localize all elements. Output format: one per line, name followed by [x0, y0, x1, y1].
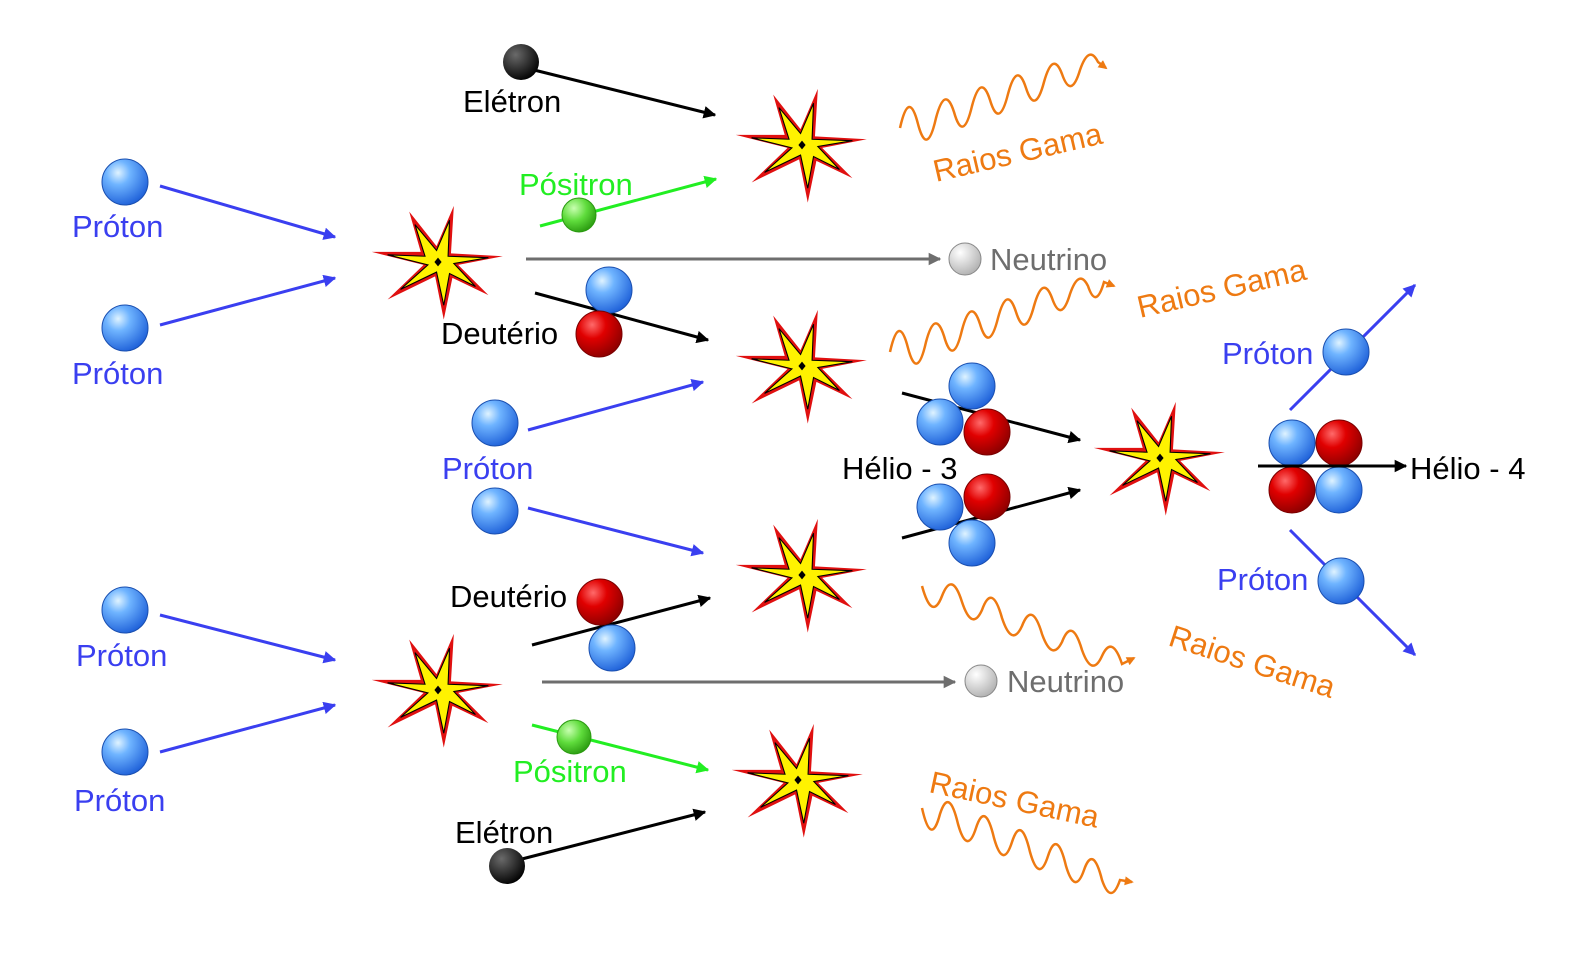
proton-particle-icon: [101, 304, 149, 352]
proton-label: Próton: [1217, 562, 1308, 597]
proton-arrow: [159, 274, 337, 327]
electron-arrow: [517, 808, 707, 862]
proton-arrow: [527, 506, 705, 557]
collision-explosion-icon: [735, 518, 868, 634]
positron-label: Pósitron: [519, 167, 633, 202]
proton-label: Próton: [76, 638, 167, 673]
positron-particle-icon: [556, 719, 592, 755]
proton-arrow: [159, 613, 337, 664]
gamma-ray-arrow: [898, 53, 1108, 141]
gamma-rays-label: Raios Gama: [1165, 618, 1340, 705]
helium3-nucleus-icon: [916, 473, 1011, 567]
proton-particle-icon: [471, 487, 519, 535]
neutrino-particle-icon: [964, 664, 998, 698]
collision-explosion-icon: [1093, 401, 1226, 517]
proton-particle-icon: [101, 586, 149, 634]
proton-arrow: [159, 184, 337, 240]
helium3-nucleus-icon: [916, 362, 1011, 456]
proton-particle-icon: [101, 728, 149, 776]
electron-particle-icon: [503, 44, 539, 80]
deuterium-arrow: [531, 594, 712, 647]
proton-label: Próton: [442, 451, 533, 486]
collision-explosion-icon: [371, 205, 504, 321]
proton-particle-icon: [1322, 328, 1370, 376]
electron-label: Elétron: [455, 815, 553, 850]
neutrino-label: Neutrino: [990, 242, 1107, 277]
collision-explosion-icon: [735, 88, 868, 204]
deuterium-nucleus-icon: [575, 266, 633, 358]
proton-label: Próton: [72, 356, 163, 391]
neutrino-label: Neutrino: [1007, 664, 1124, 699]
proton-particle-icon: [1317, 557, 1365, 605]
collision-explosion-icon: [731, 723, 864, 839]
proton-label: Próton: [1222, 336, 1313, 371]
deuterium-label: Deutério: [450, 579, 567, 614]
deuterium-label: Deutério: [441, 316, 558, 351]
neutrino-particle-icon: [948, 242, 982, 276]
gamma-rays-label: Raios Gama: [927, 765, 1104, 835]
helium4-label: Hélio - 4: [1410, 451, 1525, 486]
proton-label: Próton: [74, 783, 165, 818]
positron-label: Pósitron: [513, 754, 627, 789]
electron-label: Elétron: [463, 84, 561, 119]
gamma-rays-label: Raios Gama: [930, 116, 1106, 189]
gamma-rays-label: Raios Gama: [1134, 252, 1310, 325]
deuterium-arrow: [534, 291, 710, 344]
positron-particle-icon: [561, 197, 597, 233]
gamma-ray-arrow: [888, 277, 1116, 365]
proton-arrow: [159, 701, 337, 754]
helium3-label: Hélio - 3: [842, 451, 957, 486]
collision-explosion-icon: [735, 309, 868, 425]
proton-label: Próton: [72, 209, 163, 244]
deuterium-nucleus-icon: [576, 578, 636, 672]
electron-particle-icon: [489, 848, 525, 884]
electron-arrow: [521, 65, 717, 119]
collision-explosion-icon: [371, 633, 504, 749]
gamma-ray-arrow: [920, 801, 1134, 895]
helium4-nucleus-icon: [1268, 419, 1363, 514]
proton-particle-icon: [101, 158, 149, 206]
gamma-ray-arrow: [920, 583, 1136, 667]
proton-arrow: [527, 378, 705, 432]
proton-particle-icon: [471, 399, 519, 447]
